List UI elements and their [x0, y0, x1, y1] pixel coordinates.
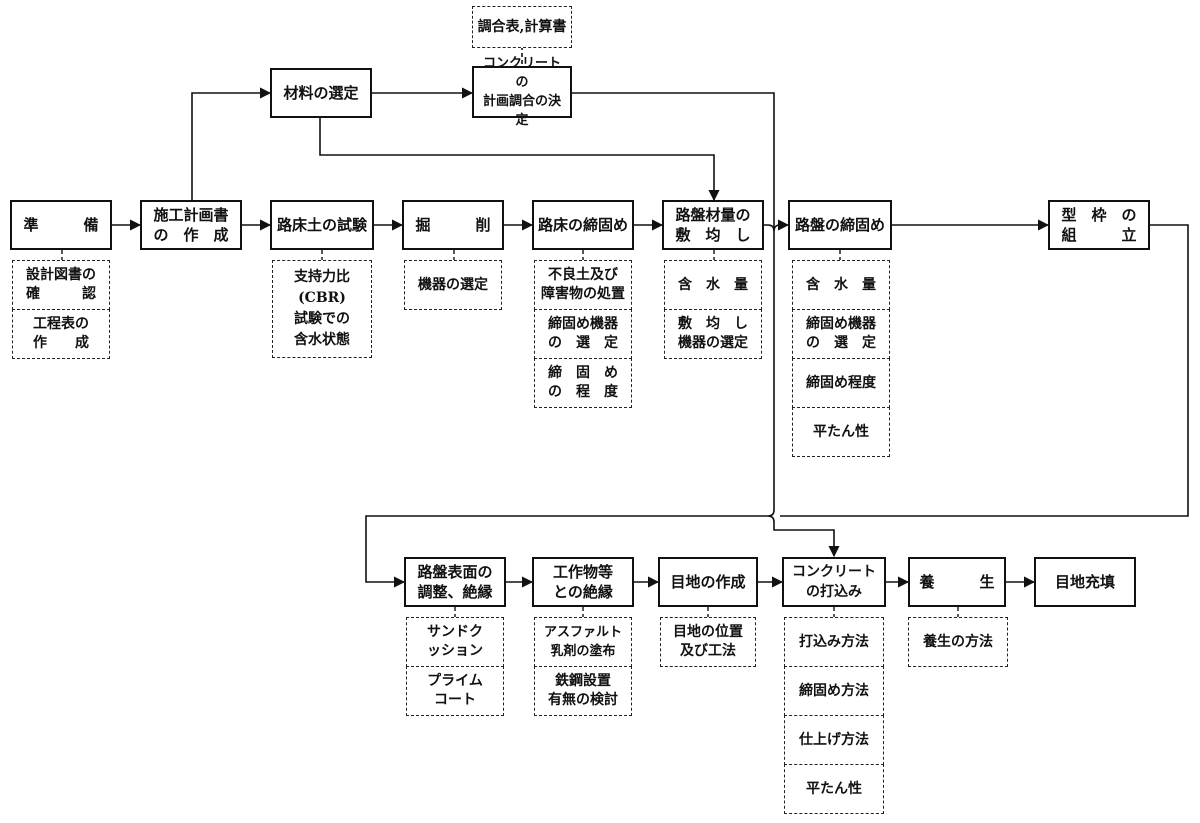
- sub-robanzai-2: 敷 均 し 機器の選定: [664, 309, 762, 359]
- arrow-keikaku-uchikomi: [572, 92, 840, 558]
- sub-robanzai-1: 含 水 量: [664, 260, 762, 310]
- node-roshoudo: 路床土の試験: [270, 200, 374, 250]
- sub-robanshime-3: 締固め程度: [792, 358, 890, 408]
- sub-robanhyomen-1: サンドク ッション: [406, 617, 504, 667]
- sub-kousaku-2: 鉄鋼設置 有無の検討: [534, 666, 632, 716]
- sub-kousaku-1: アスファルト 乳剤の塗布: [534, 617, 632, 667]
- sub-uchikomi-4: 平たん性: [784, 764, 884, 814]
- sub-roshoushime-1: 不良土及び 障害物の処置: [534, 260, 632, 310]
- sub-junbi-1: 設計図書の 確 認: [12, 260, 110, 310]
- sub-yojo-1: 養生の方法: [908, 617, 1008, 667]
- sub-robanshime-1: 含 水 量: [792, 260, 890, 310]
- node-concrete-keikaku: コンクリートの 計画調合の決定: [472, 56, 572, 128]
- node-yojo: 養 生: [908, 557, 1006, 607]
- sub-uchikomi-3: 仕上げ方法: [784, 715, 884, 765]
- node-katawaku: 型 枠 の 組 立: [1048, 200, 1150, 250]
- node-kussaku: 掘 削: [402, 200, 504, 250]
- sub-roshoushime-2: 締固め機器 の 選 定: [534, 309, 632, 359]
- arrow-zairyo-robanzai: [319, 118, 720, 202]
- sub-roshoushime-3: 締 固 め の 程 度: [534, 358, 632, 408]
- sub-kussaku-1: 機器の選定: [404, 260, 502, 310]
- node-roban-hyomen: 路盤表面の 調整、絶縁: [404, 557, 506, 607]
- arrow-robanzai-robanshime: [764, 219, 790, 232]
- node-zairyo: 材料の選定: [270, 68, 372, 118]
- sub-mechi-1: 目地の位置 及び工法: [660, 617, 756, 667]
- node-concrete-uchikomi: コンクリート の打込み: [782, 557, 886, 607]
- node-chouaihyo: 調合表,計算書: [472, 6, 572, 48]
- node-kousakubutsu: 工作物等 との絶縁: [532, 557, 634, 607]
- node-roban-shime: 路盤の締固め: [788, 200, 892, 250]
- node-roshou-shime: 路床の締固め: [532, 200, 634, 250]
- sub-junbi-2: 工程表の 作 成: [12, 309, 110, 359]
- sub-uchikomi-2: 締固め方法: [784, 666, 884, 716]
- node-shiko-keikaku: 施工計画書 の 作 成: [140, 200, 242, 250]
- node-mechi-juten: 目地充填: [1034, 557, 1136, 607]
- sub-robanhyomen-2: プライム コート: [406, 666, 504, 716]
- node-junbi: 準 備: [10, 200, 112, 250]
- sub-roshoudo-1: 支持力比 (CBR) 試験での 含水状態: [272, 260, 372, 358]
- arrow-katawaku-robanhyomen: [365, 224, 1189, 582]
- sub-robanshime-4: 平たん性: [792, 407, 890, 457]
- node-robanzai: 路盤材量の 敷 均 し: [662, 200, 764, 250]
- sub-robanshime-2: 締固め機器 の 選 定: [792, 309, 890, 359]
- arrow-shiko-zairyo: [191, 87, 272, 200]
- node-mechi: 目地の作成: [658, 557, 758, 607]
- sub-uchikomi-1: 打込み方法: [784, 617, 884, 667]
